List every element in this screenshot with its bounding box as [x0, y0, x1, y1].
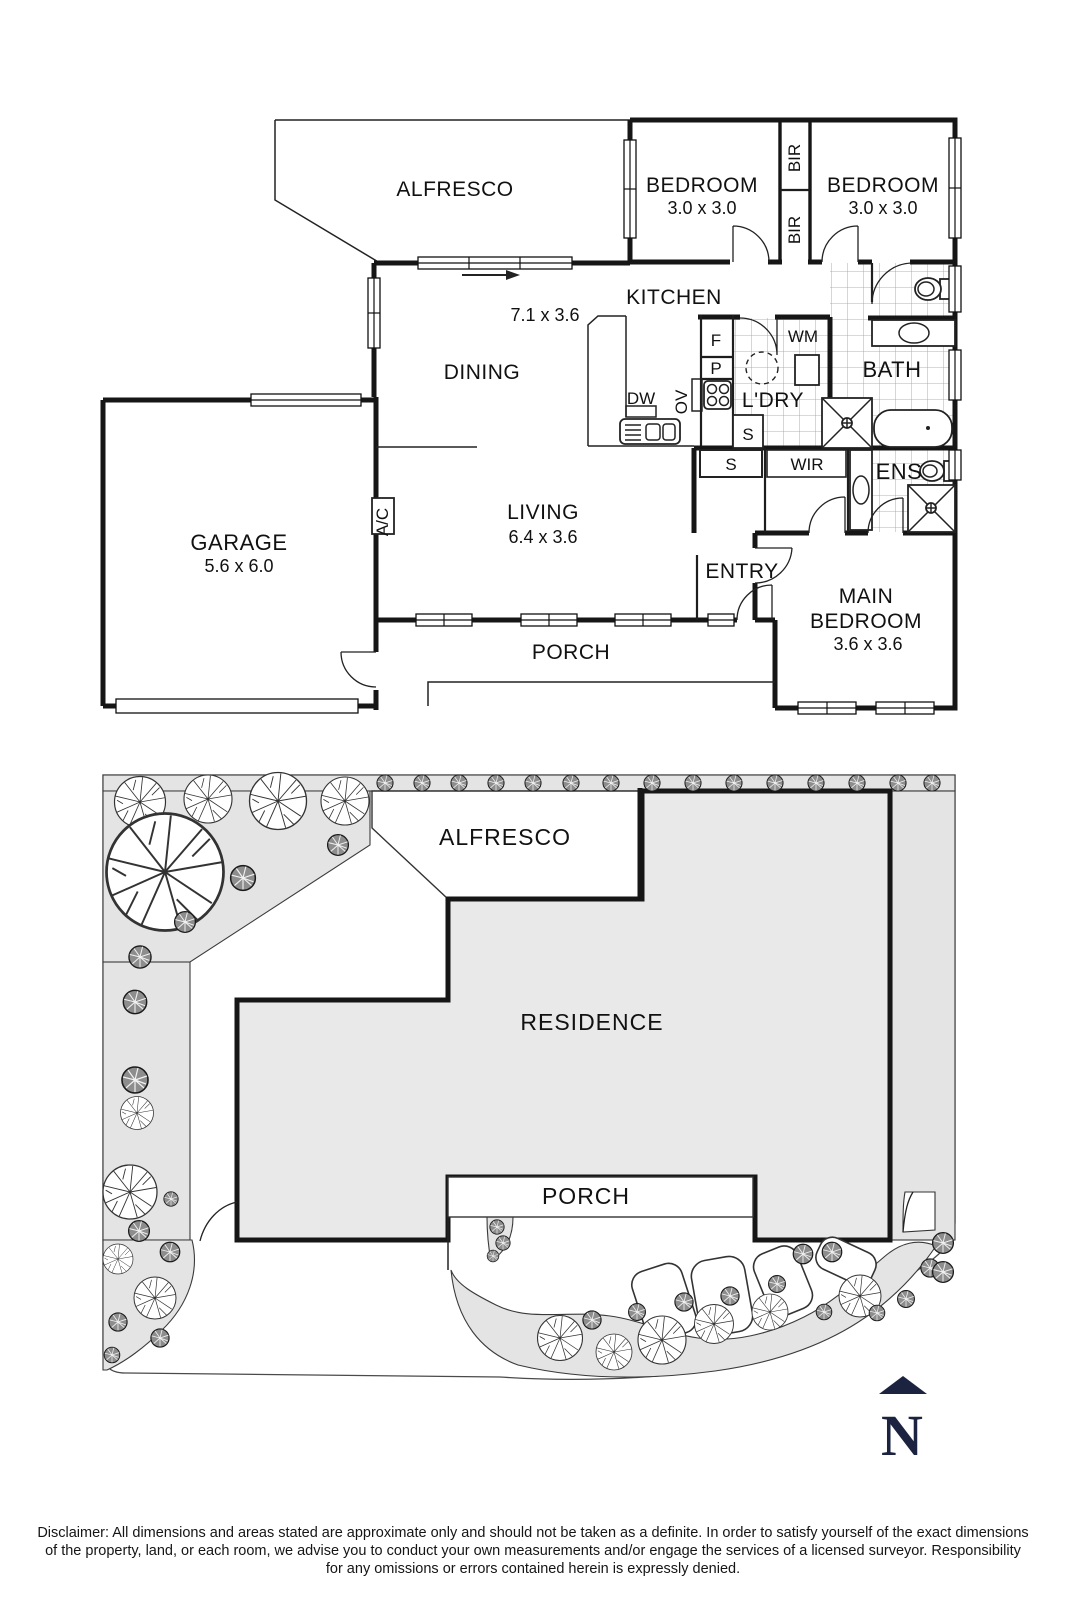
fixture-label-bir-bottom: BIR	[785, 216, 804, 244]
wir-shelf	[766, 449, 847, 478]
room-label-entry: ENTRY	[705, 560, 778, 583]
ens-shower	[907, 484, 956, 533]
dim-bedroom-right: 3.0 x 3.0	[848, 198, 917, 218]
oven	[691, 378, 703, 412]
fp-porch-outline	[427, 681, 775, 706]
ac-unit	[371, 497, 395, 535]
north-arrow-icon	[879, 1376, 927, 1394]
dim-garage: 5.6 x 6.0	[204, 556, 273, 576]
dim-bedroom-left: 3.0 x 3.0	[667, 198, 736, 218]
fixture-label-ac: A/C	[373, 508, 392, 536]
room-label-main-bedroom-1: MAIN	[839, 585, 894, 608]
wc-toilet	[914, 277, 951, 301]
bath-fixtures	[821, 277, 956, 449]
site-label-alfresco: ALFRESCO	[439, 824, 571, 850]
hall-store	[699, 449, 763, 478]
disclaimer-line1: Disclaimer: All dimensions and areas sta…	[37, 1525, 1028, 1541]
ens-basin	[852, 475, 870, 505]
disclaimer-line3: for any omissions or errors contained he…	[326, 1561, 740, 1577]
room-label-garage: GARAGE	[190, 530, 287, 555]
floor-plan: ALFRESCO BEDROOM 3.0 x 3.0 BEDROOM 3.0 x…	[100, 117, 962, 715]
dim-living: 6.4 x 3.6	[508, 527, 577, 547]
room-label-laundry: L'DRY	[742, 389, 804, 412]
site-label-porch: PORCH	[542, 1183, 630, 1209]
site-plan: ALFRESCO RESIDENCE PORCH N	[102, 771, 956, 1468]
room-label-porch: PORCH	[532, 641, 610, 664]
washing-machine	[794, 354, 820, 386]
room-label-main-bedroom-2: BEDROOM	[810, 610, 922, 633]
fp-alfresco-outline	[274, 119, 630, 264]
fp-windows	[115, 137, 962, 715]
cooktop	[703, 380, 732, 410]
fixture-label-oven: OV	[672, 389, 691, 414]
room-label-bedroom-left: BEDROOM	[646, 174, 758, 197]
bath-basin	[898, 322, 930, 344]
room-label-kitchen: KITCHEN	[626, 286, 722, 309]
room-label-ens: ENS	[876, 459, 923, 484]
fixture-label-bir-top: BIR	[785, 144, 804, 172]
bath-shower	[821, 397, 873, 449]
room-label-alfresco: ALFRESCO	[396, 178, 513, 201]
site-label-residence: RESIDENCE	[520, 1009, 663, 1035]
room-label-bath: BATH	[862, 357, 921, 382]
side-gate-right-arc	[902, 1191, 914, 1233]
alfresco-slider	[417, 256, 573, 280]
fixture-label-washing-machine: WM	[788, 327, 818, 346]
north-arrow: N	[879, 1376, 927, 1468]
room-label-bedroom-right: BEDROOM	[827, 174, 939, 197]
kitchen-bench	[376, 315, 735, 448]
ens-vanity	[849, 449, 873, 531]
north-label: N	[881, 1403, 923, 1468]
fixture-label-store-laundry: S	[742, 425, 753, 444]
room-label-wir: WIR	[790, 455, 823, 474]
site-porch	[447, 1176, 754, 1218]
fixture-label-store-hall: S	[725, 455, 736, 474]
ens-toilet	[919, 460, 954, 482]
fixture-label-dishwasher: DW	[627, 389, 655, 408]
dim-kitchen-dining: 7.1 x 3.6	[510, 305, 579, 325]
garden-right-column	[891, 790, 956, 1241]
laundry-trough	[745, 351, 779, 385]
garage-door	[115, 698, 359, 714]
fp-doors	[340, 225, 912, 688]
fixture-label-fridge: F	[711, 331, 721, 350]
site-alfresco-walls	[446, 788, 643, 902]
dim-main-bedroom: 3.6 x 3.6	[833, 634, 902, 654]
room-label-dining: DINING	[444, 361, 521, 384]
bath-vanity	[871, 319, 956, 347]
bathtub	[873, 409, 953, 448]
disclaimer: Disclaimer: All dimensions and areas sta…	[37, 1525, 1028, 1577]
laundry-store	[732, 414, 764, 449]
side-gate-right	[902, 1191, 936, 1233]
fixture-label-pantry: P	[710, 359, 721, 378]
room-label-living: LIVING	[507, 501, 579, 524]
disclaimer-line2: of the property, land, or each room, we …	[45, 1543, 1022, 1559]
side-gate-left-arc	[199, 1201, 238, 1242]
